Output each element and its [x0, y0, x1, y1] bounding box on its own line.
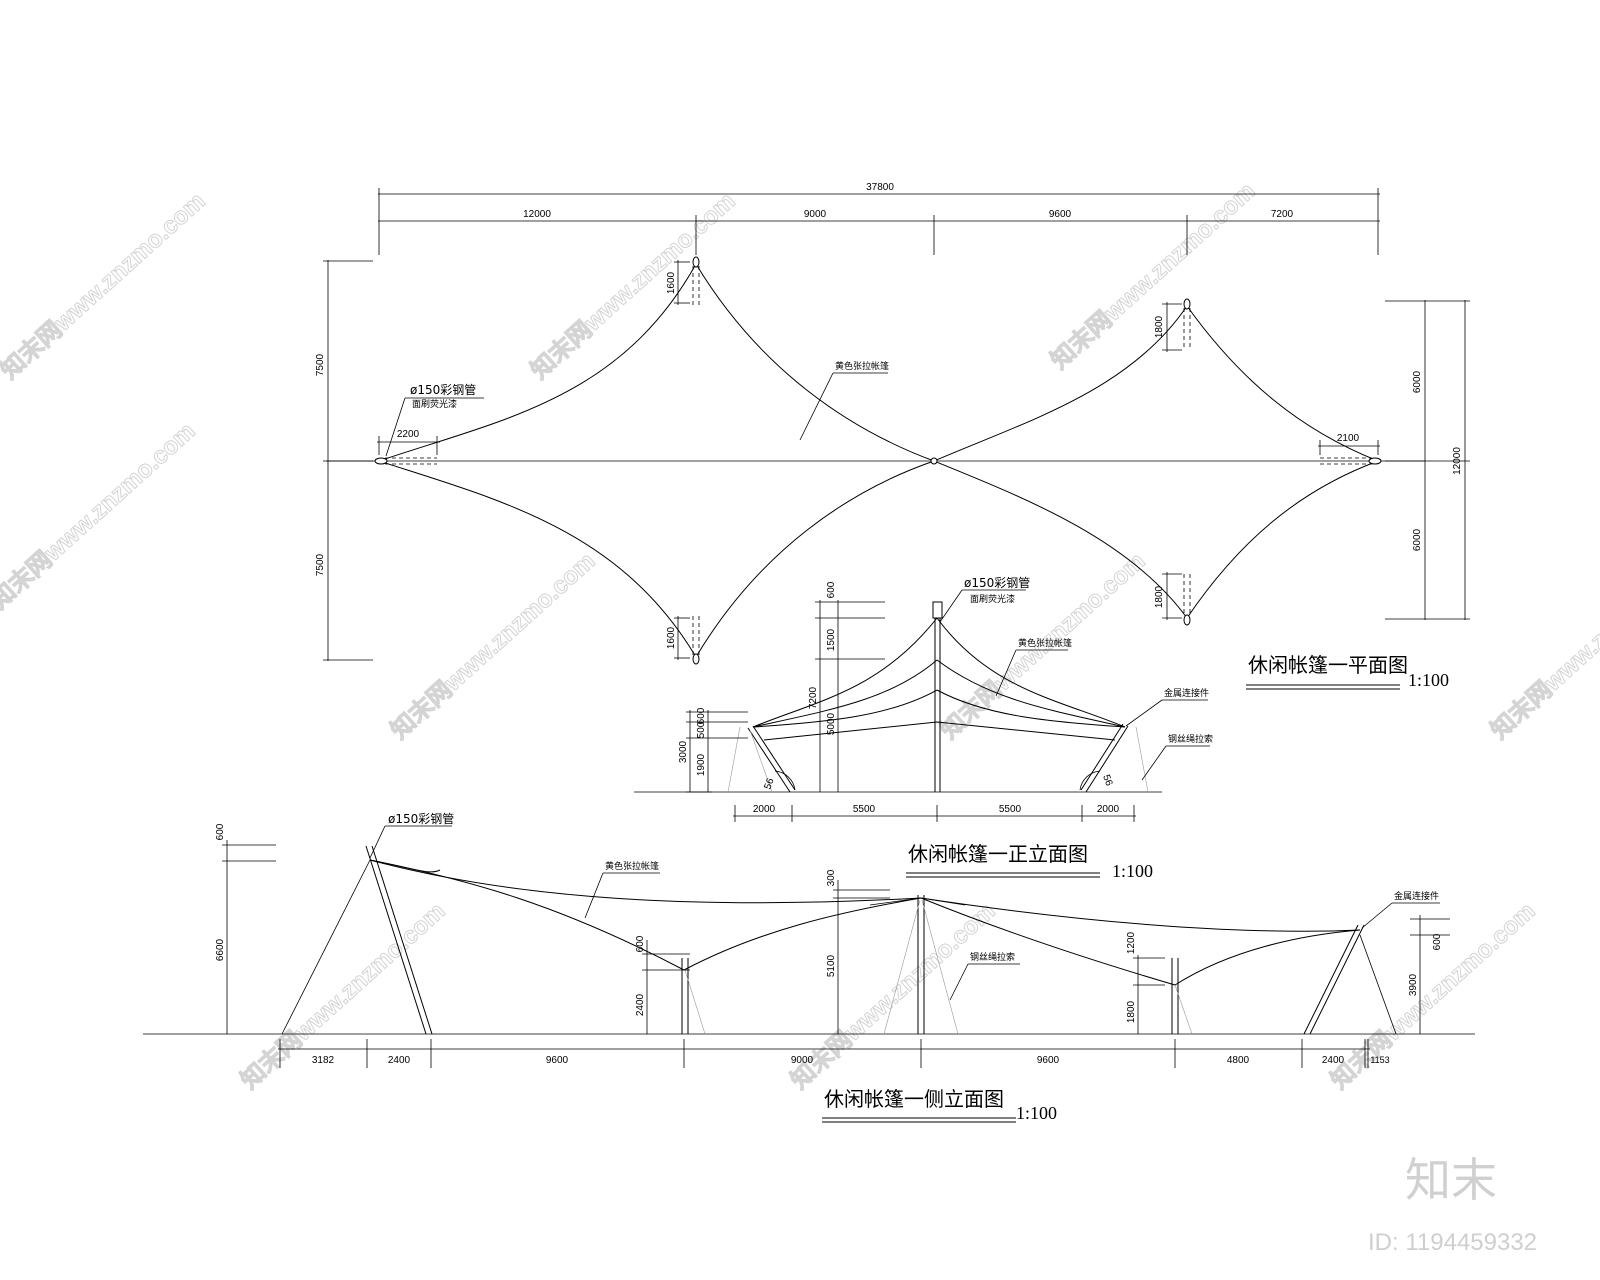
side-bottom-dim: 2400: [388, 1055, 411, 1066]
plan-top-dim: 12000: [523, 209, 551, 220]
mast-point: [1183, 614, 1191, 626]
watermark-text: 知末网www.znzmo.com: [0, 187, 211, 384]
plan-mast-dim: 1800: [1154, 585, 1165, 608]
plan-right-dim: 6000: [1412, 528, 1423, 551]
plan-right-total: 12000: [1452, 447, 1463, 475]
front-bottom-dim: 2000: [753, 804, 776, 815]
plan-pipe-label: ø150彩钢管: [410, 382, 476, 397]
plan-top-dim: 9000: [804, 209, 827, 220]
front-center-dim: 600: [826, 581, 837, 598]
plan-mast-dim: 1600: [666, 271, 677, 294]
image-id: ID: 1194459332: [1368, 1229, 1537, 1256]
plan-mast-dim: 1600: [666, 626, 677, 649]
membrane-edge: [933, 305, 1188, 462]
watermark-text: 知末网www.znzmo.com: [1326, 897, 1541, 1094]
mast-point: [692, 256, 700, 268]
membrane-edge: [695, 460, 935, 658]
membrane-edge: [378, 460, 697, 658]
mast-point: [374, 457, 388, 465]
side-right-dim: 3900: [1408, 973, 1419, 996]
watermark-text: 知末网www.znzmo.com: [236, 897, 451, 1094]
watermark-text: 知末网www.znzmo.com: [526, 187, 741, 384]
side-bottom-dim: 2400: [1322, 1055, 1345, 1066]
watermark-text: 知末网www.znzmo.com: [1486, 547, 1600, 744]
side-bottom-dim: 1153: [1370, 1055, 1389, 1065]
plan-scale: 1:100: [1408, 670, 1449, 690]
front-center-dim: 7200: [808, 686, 819, 709]
plan-top-dim: 9600: [1049, 209, 1072, 220]
front-membrane-label: 黄色张拉帐篷: [1018, 637, 1072, 649]
side-title: 休闲帐篷一侧立面图: [824, 1087, 1004, 1111]
plan-pipe-note: 面刷荧光漆: [412, 398, 457, 410]
watermark-layer: 知末网www.znzmo.com 知末网www.znzmo.com 知末网www…: [0, 177, 1600, 1095]
side-elevation: 3182 2400 9600 9000 9600 4800 2400 1153 …: [143, 811, 1475, 1123]
side-right-dim: 600: [1432, 933, 1443, 950]
watermark-text: 知末网www.znzmo.com: [0, 417, 201, 614]
front-center-dim: 1500: [826, 628, 837, 651]
mast-point: [1183, 298, 1191, 310]
front-left-dim: 3000: [678, 740, 689, 763]
watermark-text: 知末网www.znzmo.com: [386, 547, 601, 744]
front-elevation: 56 56 2000 5500 5500 2000 3000 1900 500 …: [634, 575, 1213, 881]
front-connector-label: 金属连接件: [1164, 687, 1209, 699]
side-mid-dim: 2400: [635, 993, 646, 1016]
front-bottom-dim: 2000: [1097, 804, 1120, 815]
mast-point: [930, 457, 938, 465]
front-cable-label: 钢丝绳拉索: [1168, 733, 1213, 745]
front-angle: 56: [762, 776, 776, 791]
side-cable-label: 钢丝绳拉索: [970, 951, 1015, 963]
plan-top-dim: 7200: [1271, 209, 1294, 220]
plan-mast-dim: 1800: [1154, 315, 1165, 338]
front-scale: 1:100: [1112, 861, 1153, 881]
brand-logo: 知末: [1405, 1153, 1497, 1207]
membrane-edge: [1186, 305, 1379, 462]
side-left-dim: 600: [215, 823, 226, 840]
front-pipe-note: 面刷荧光漆: [970, 593, 1015, 605]
side-right-mid-dim: 1800: [1126, 1000, 1137, 1023]
membrane-edge: [695, 263, 935, 462]
plan-overall-dim: 37800: [866, 182, 894, 193]
membrane-edge: [1186, 460, 1379, 619]
mast-point: [1368, 457, 1382, 465]
plan-left-dim: 7500: [315, 553, 326, 576]
mast-point: [692, 653, 700, 665]
front-title: 休闲帐篷一正立面图: [908, 842, 1088, 866]
front-left-dim: 1900: [696, 753, 707, 776]
side-bottom-dim: 3182: [312, 1055, 335, 1066]
front-pipe-label: ø150彩钢管: [964, 575, 1030, 590]
front-left-dim: 500: [696, 721, 707, 738]
side-mid-dim: 600: [635, 935, 646, 952]
plan-right-dim: 6000: [1412, 370, 1423, 393]
front-center-dim: 5000: [826, 712, 837, 735]
plan-membrane-label: 黄色张拉帐篷: [835, 360, 889, 372]
front-bottom-dim: 5500: [853, 804, 876, 815]
side-scale: 1:100: [1016, 1103, 1057, 1123]
side-bottom-dim: 4800: [1227, 1055, 1250, 1066]
front-left-dim: 600: [696, 707, 707, 724]
side-pipe-label: ø150彩钢管: [388, 811, 454, 826]
side-bottom-dim: 9600: [546, 1055, 569, 1066]
side-bottom-dim: 9600: [1037, 1055, 1060, 1066]
front-bottom-dim: 5500: [999, 804, 1022, 815]
side-bottom-dim: 9000: [791, 1055, 814, 1066]
membrane-edge: [933, 460, 1188, 619]
side-center-dim: 300: [826, 869, 837, 886]
watermark-text: 知末网www.znzmo.com: [786, 897, 1001, 1094]
side-right-mid-dim: 1200: [1126, 931, 1137, 954]
membrane-edge: [378, 263, 697, 462]
side-connector-label: 金属连接件: [1394, 890, 1439, 902]
plan-end-dim: 2100: [1337, 433, 1360, 444]
side-membrane-label: 黄色张拉帐篷: [605, 860, 659, 872]
plan-view: 37800 12000 9000 9600 7200 7500 7500 600…: [315, 182, 1470, 690]
side-left-dim: 6600: [215, 938, 226, 961]
plan-title: 休闲帐篷一平面图: [1248, 653, 1408, 677]
front-angle: 56: [1100, 773, 1114, 788]
side-center-dim: 5100: [826, 954, 837, 977]
plan-left-dim: 7500: [315, 353, 326, 376]
plan-end-dim: 2200: [397, 429, 420, 440]
